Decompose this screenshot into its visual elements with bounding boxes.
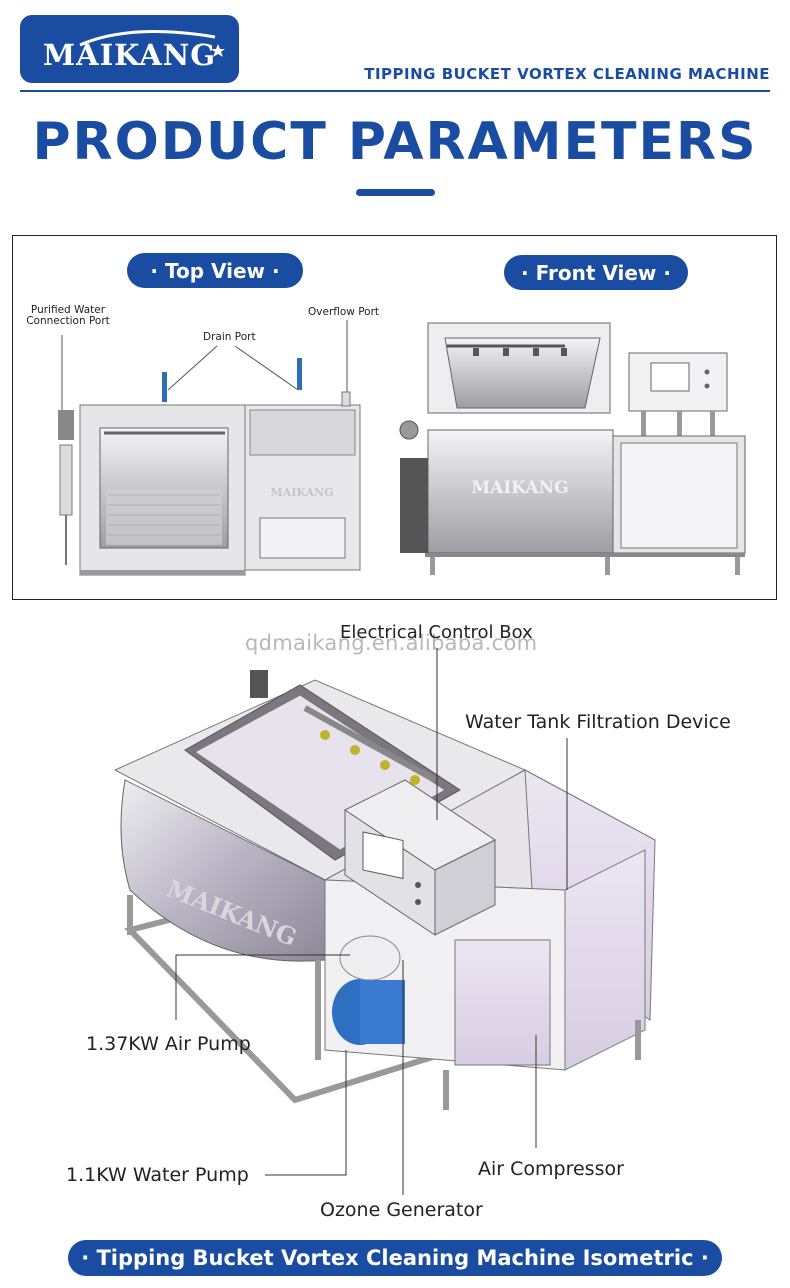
purified-water-line2: Connection Port (26, 315, 110, 327)
logo-swoosh-icon (79, 30, 225, 57)
top-view-label: · Top View · (127, 253, 303, 288)
header-title: TIPPING BUCKET VORTEX CLEANING MACHINE (364, 65, 770, 83)
drain-port-label: Drain Port (203, 331, 256, 343)
logo-text: MAIKANG (43, 38, 216, 72)
page-title: PRODUCT PARAMETERS (32, 112, 758, 172)
front-view-label: · Front View · (504, 255, 688, 290)
isometric-drawing: MAIKANG (113, 670, 657, 1110)
brand-logo: MAIKANG (20, 15, 239, 83)
header-divider (20, 90, 770, 92)
front-view-watermark: MAIKANG (471, 478, 568, 498)
top-view-watermark: MAIKANG (271, 486, 334, 499)
title-underline (356, 189, 435, 196)
isometric-caption: · Tipping Bucket Vortex Cleaning Machine… (68, 1240, 722, 1276)
overflow-port-label: Overflow Port (308, 306, 380, 318)
water-tank-filtration-label: Water Tank Filtration Device (465, 711, 731, 733)
water-pump-label: 1.1KW Water Pump (66, 1164, 249, 1186)
site-watermark: qdmaikang.en.alibaba.com (245, 631, 538, 655)
purified-water-port-label: Purified Water Connection Port (26, 305, 110, 327)
air-compressor-label: Air Compressor (478, 1158, 624, 1180)
front-view-drawing: MAIKANG (399, 322, 746, 575)
top-view-drawing: MAIKANG (58, 320, 361, 576)
views-panel (12, 235, 777, 600)
air-pump-label: 1.37KW Air Pump (86, 1033, 251, 1055)
ozone-generator-label: Ozone Generator (320, 1199, 483, 1221)
electrical-control-box-label: Electrical Control Box (340, 622, 533, 643)
purified-water-line1: Purified Water (30, 304, 106, 316)
